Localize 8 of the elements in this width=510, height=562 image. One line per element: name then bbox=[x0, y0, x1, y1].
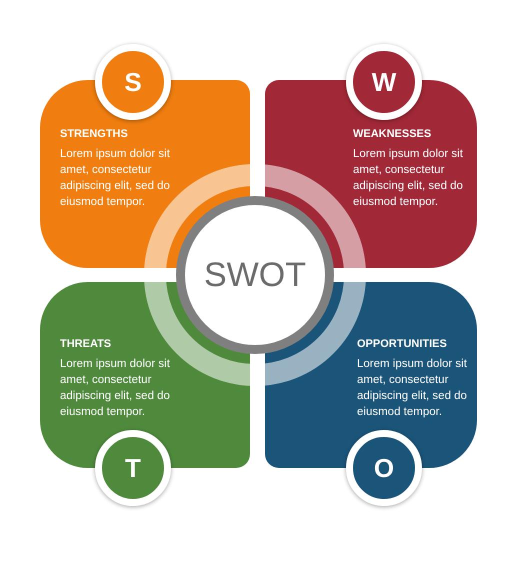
heading: OPPORTUNITIES bbox=[357, 338, 448, 350]
description: Lorem ipsum dolor sit amet, consectetur adipiscing elit, sed do eiusmod tempor. bbox=[60, 147, 171, 210]
description: Lorem ipsum dolor sit amet, consectetur adipiscing elit, sed do eiusmod tempor. bbox=[357, 357, 468, 420]
heading: STRENGTHS bbox=[60, 128, 129, 140]
heading: THREATS bbox=[60, 338, 112, 350]
description: Lorem ipsum dolor sit amet, consectetur adipiscing elit, sed do eiusmod tempor. bbox=[60, 357, 171, 420]
heading: WEAKNESSES bbox=[353, 128, 432, 140]
description: Lorem ipsum dolor sit amet, consectetur adipiscing elit, sed do eiusmod tempor. bbox=[353, 147, 464, 210]
